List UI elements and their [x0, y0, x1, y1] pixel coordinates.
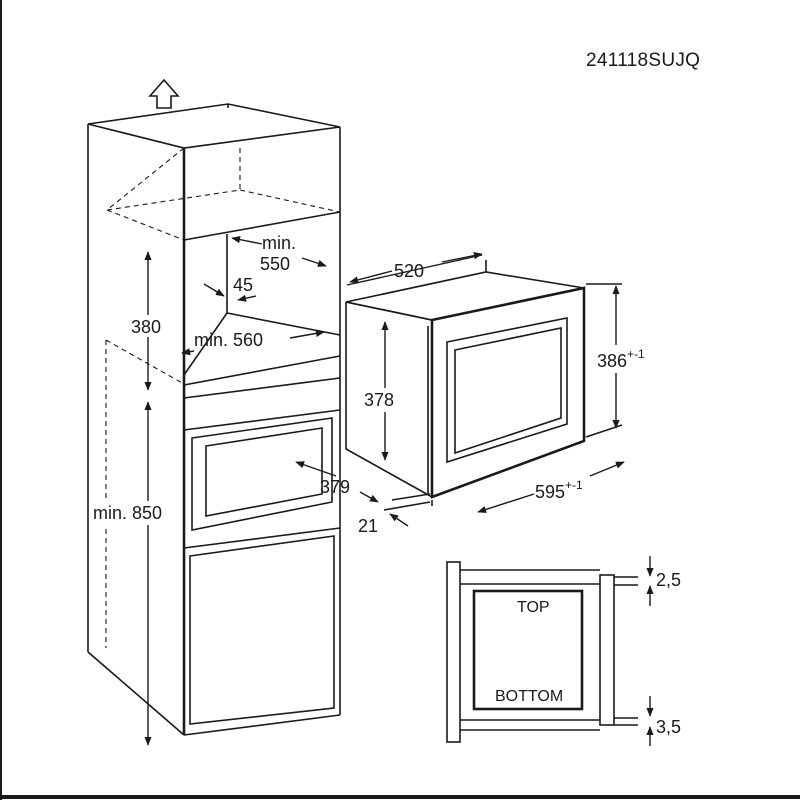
label-386-tolerance: +-1 — [627, 347, 645, 361]
label-380: 380 — [131, 317, 161, 337]
label-595: 595+-1 — [535, 478, 583, 502]
dimension-min-850 — [92, 401, 180, 746]
label-min-550-bottom: 550 — [260, 254, 290, 274]
label-379: 379 — [320, 477, 350, 497]
label-2-5: 2,5 — [656, 570, 681, 590]
ventilation-arrow-icon — [148, 78, 180, 109]
label-386-value: 386 — [597, 351, 627, 371]
label-386: 386+-1 — [597, 347, 645, 371]
tall-cabinet — [87, 103, 341, 736]
dimension-378 — [362, 321, 408, 461]
dimension-386 — [585, 283, 660, 438]
label-bottom: BOTTOM — [495, 688, 563, 705]
dimension-min-560 — [181, 329, 325, 356]
cross-section-detail — [446, 561, 638, 743]
label-top: TOP — [517, 599, 550, 616]
dimension-21 — [383, 493, 431, 527]
dimension-45 — [203, 283, 257, 302]
label-min-850: min. 850 — [93, 503, 162, 523]
label-378: 378 — [364, 390, 394, 410]
dimension-379 — [295, 461, 379, 503]
label-45: 45 — [233, 275, 253, 295]
label-595-value: 595 — [535, 482, 565, 502]
label-520: 520 — [394, 261, 424, 281]
label-21: 21 — [358, 516, 378, 536]
label-min-560: min. 560 — [194, 330, 263, 350]
built-in-appliance — [345, 271, 586, 499]
drawing-code: 241118SUJQ — [586, 50, 700, 71]
dimension-595 — [431, 461, 625, 513]
dimension-520 — [346, 252, 487, 286]
dimension-380 — [128, 251, 172, 391]
label-min-550-top: min. — [262, 233, 296, 253]
label-595-tolerance: +-1 — [565, 478, 583, 492]
label-3-5: 3,5 — [656, 717, 681, 737]
dimension-min-550 — [231, 236, 327, 267]
